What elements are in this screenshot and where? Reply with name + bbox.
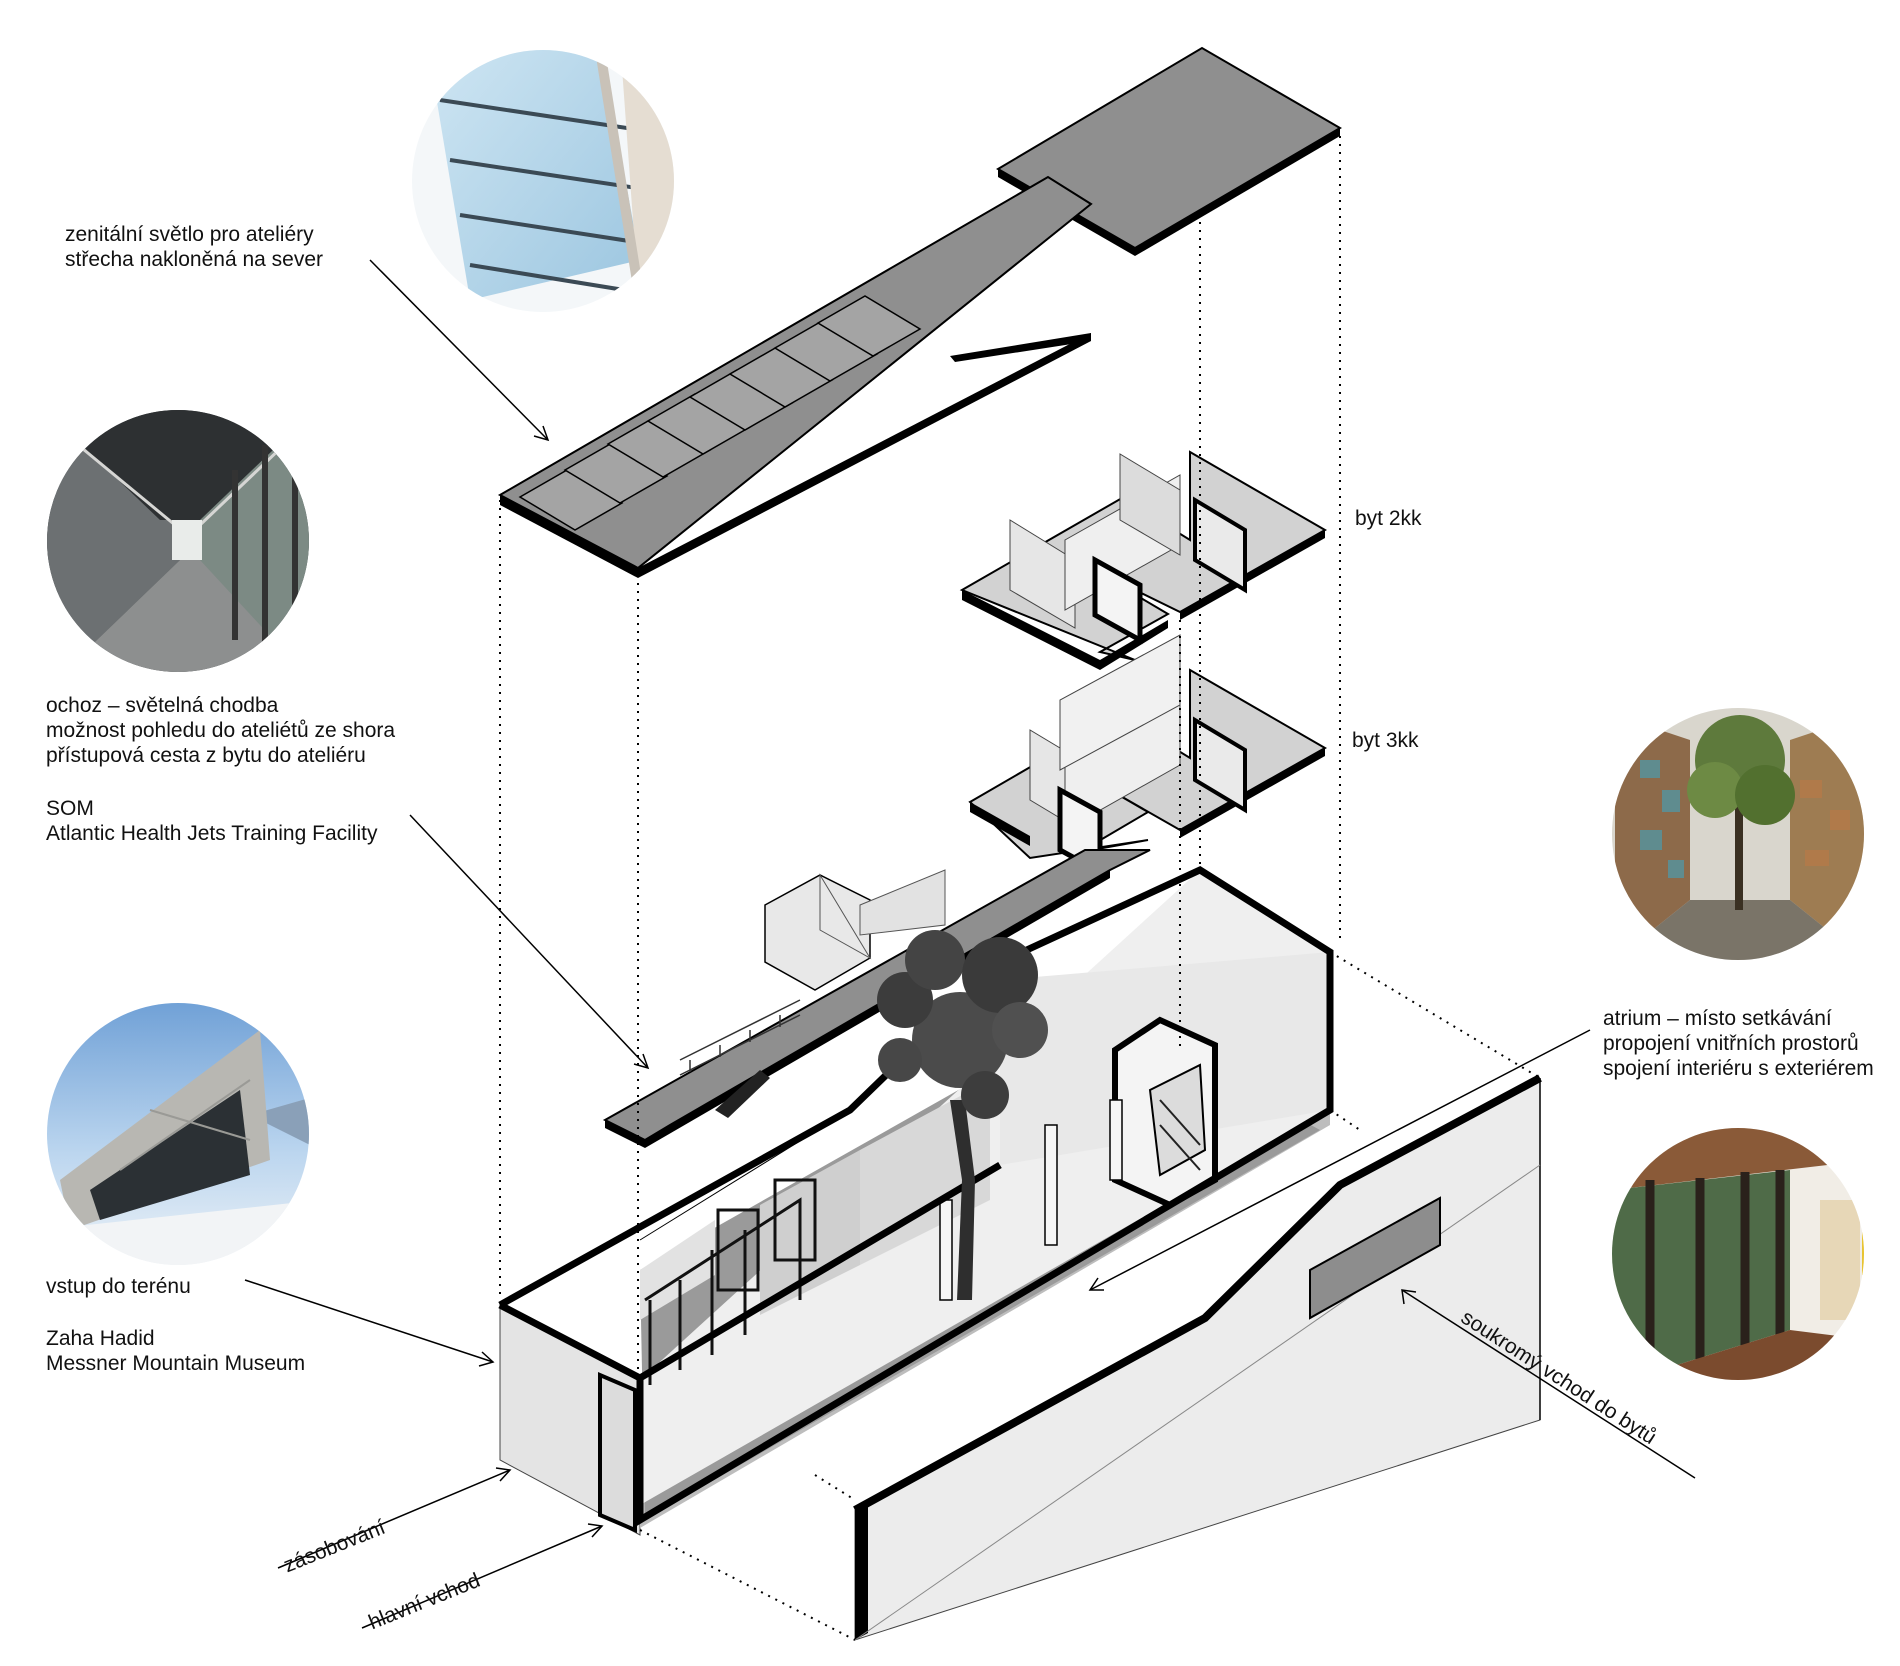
museum-photo bbox=[47, 1003, 309, 1265]
skylight-openings bbox=[518, 295, 922, 531]
flat-3kk-label: byt 3kk bbox=[1352, 729, 1419, 752]
main-building bbox=[498, 866, 1334, 1536]
terrain-reference-line-2: Messner Mountain Museum bbox=[46, 1352, 306, 1375]
skylight-label-line-1: zenitální světlo pro ateliéry bbox=[65, 223, 314, 246]
atrium-label-line-3: spojení interiéru s exteriérem bbox=[1603, 1057, 1874, 1080]
atrium-photo bbox=[1612, 708, 1864, 960]
walkway-label-line-3: přístupová cesta z bytu do ateliéru bbox=[46, 744, 366, 767]
flat-2kk-volume bbox=[959, 450, 1328, 670]
walkway-label-line-2: možnost pohledu do ateliétů ze shora bbox=[46, 719, 396, 742]
glass-corridor-photo bbox=[1612, 1128, 1864, 1380]
walkway-label-line-1: ochoz – světelná chodba bbox=[46, 694, 279, 717]
corridor-photo bbox=[47, 410, 309, 672]
flat-2kk-label: byt 2kk bbox=[1355, 507, 1422, 530]
skylight-label-line-2: střecha nakloněná na sever bbox=[65, 248, 323, 271]
atrium-label: atrium – místo setkávání propojení vnitř… bbox=[1603, 1006, 1874, 1081]
atrium-label-line-1: atrium – místo setkávání bbox=[1603, 1007, 1832, 1030]
terrain-reference: Zaha Hadid Messner Mountain Museum bbox=[46, 1326, 305, 1376]
terrain-label: vstup do terénu bbox=[46, 1274, 191, 1299]
skylight-photo bbox=[412, 50, 674, 312]
front-sloped-wall bbox=[853, 1074, 1542, 1641]
walkway-label: ochoz – světelná chodba možnost pohledu … bbox=[46, 693, 395, 768]
terrain-label-line-1: vstup do terénu bbox=[46, 1275, 191, 1298]
flat-3kk-volume bbox=[968, 634, 1328, 877]
walkway-reference-line-1: SOM bbox=[46, 797, 94, 820]
leader-arrows bbox=[244, 259, 1696, 1629]
terrain-reference-line-1: Zaha Hadid bbox=[46, 1327, 155, 1350]
atrium-tree bbox=[877, 930, 1048, 1300]
skylight-roof bbox=[497, 175, 1093, 578]
projection-lines bbox=[499, 136, 1541, 1641]
walkway-reference: SOM Atlantic Health Jets Training Facili… bbox=[46, 796, 377, 846]
atrium-label-line-2: propojení vnitřních prostorů bbox=[1603, 1032, 1859, 1055]
skylight-label: zenitální světlo pro ateliéry střecha na… bbox=[65, 222, 323, 272]
walkway-reference-line-2: Atlantic Health Jets Training Facility bbox=[46, 822, 378, 845]
